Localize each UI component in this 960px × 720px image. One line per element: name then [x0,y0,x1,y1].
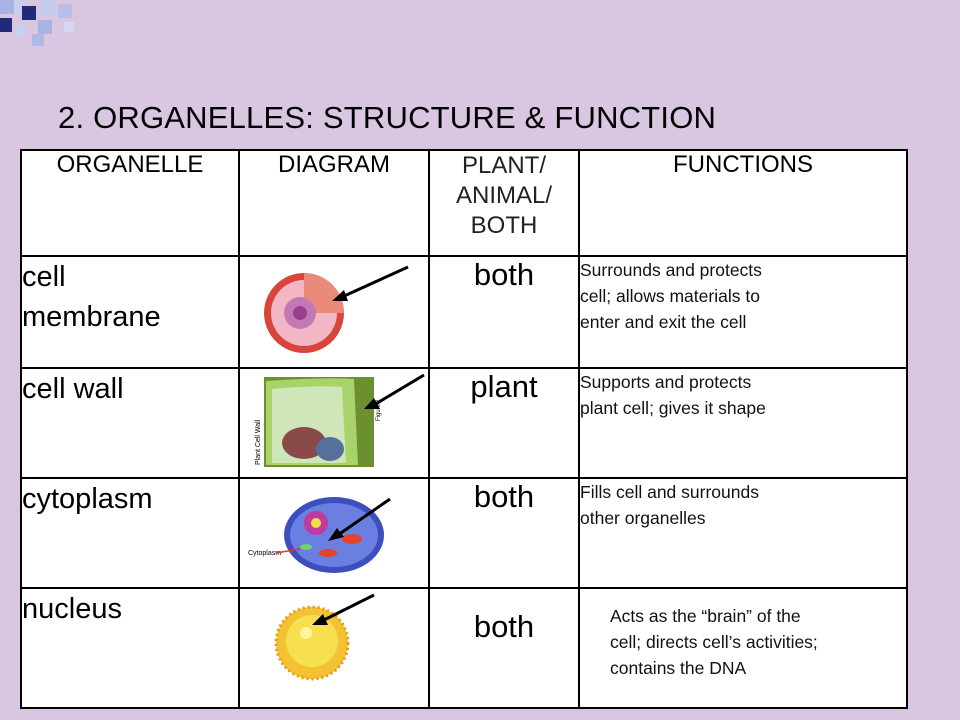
header-plant-animal: PLANT/ ANIMAL/ BOTH [428,149,580,257]
function-text: Fills cell and surrounds other organelle… [578,477,908,589]
plant-animal-value: plant [428,367,580,479]
pointer-arrow-icon [312,593,375,625]
diagram-cell: Cytoplasm [238,477,430,589]
table-row: nucleus both Acts as the “brain” of the … [20,587,908,709]
cell-wall-diagram-icon: Plant Cell Wall Figure 1 [254,373,384,471]
function-text: Surrounds and protects cell; allows mate… [578,255,908,369]
pointer-arrow-icon [364,373,425,409]
pointer-arrow-icon [332,265,409,301]
pointer-arrow-icon [328,497,391,541]
organelle-name: cytoplasm [20,477,240,589]
table-row: cytoplasm Cytoplasm both Fills cell [20,477,908,589]
function-text: Acts as the “brain” of the cell; directs… [578,587,908,709]
header-animal: ANIMAL/ [455,182,553,209]
organelle-name: nucleus [20,587,240,709]
plant-animal-value: both [428,477,580,589]
organelles-table: ORGANELLE DIAGRAM PLANT/ ANIMAL/ BOTH FU… [20,149,908,709]
diagram-label-cytoplasm: Cytoplasm [248,550,281,557]
header-both: BOTH [470,212,538,239]
organelle-name: cell wall [20,367,240,479]
diagram-label-figure: Figure 1 [376,398,382,421]
diagram-cell [238,255,430,369]
table-row: cell wall Plant Cell Wall Figure 1 plant… [20,367,908,479]
header-organelle: ORGANELLE [20,149,240,257]
cell-membrane-diagram-icon [260,267,350,357]
table-row: cell membrane both Surrounds and protect… [20,255,908,369]
function-text: Supports and protects plant cell; gives … [578,367,908,479]
organelle-name: cell membrane [20,255,240,369]
nucleus-diagram-icon [274,605,350,681]
header-diagram: DIAGRAM [238,149,430,257]
plant-animal-value: both [428,587,580,709]
header-functions: FUNCTIONS [578,149,908,257]
header-plant: PLANT/ [461,152,547,179]
diagram-label-plant-cell-wall: Plant Cell Wall [255,419,262,465]
table-header-row: ORGANELLE DIAGRAM PLANT/ ANIMAL/ BOTH FU… [20,149,908,257]
diagram-cell: Plant Cell Wall Figure 1 [238,367,430,479]
diagram-cell [238,587,430,709]
slide-title: 2. ORGANELLES: STRUCTURE & FUNCTION [58,100,717,135]
plant-animal-value: both [428,255,580,369]
corner-squares-decoration [0,0,90,56]
